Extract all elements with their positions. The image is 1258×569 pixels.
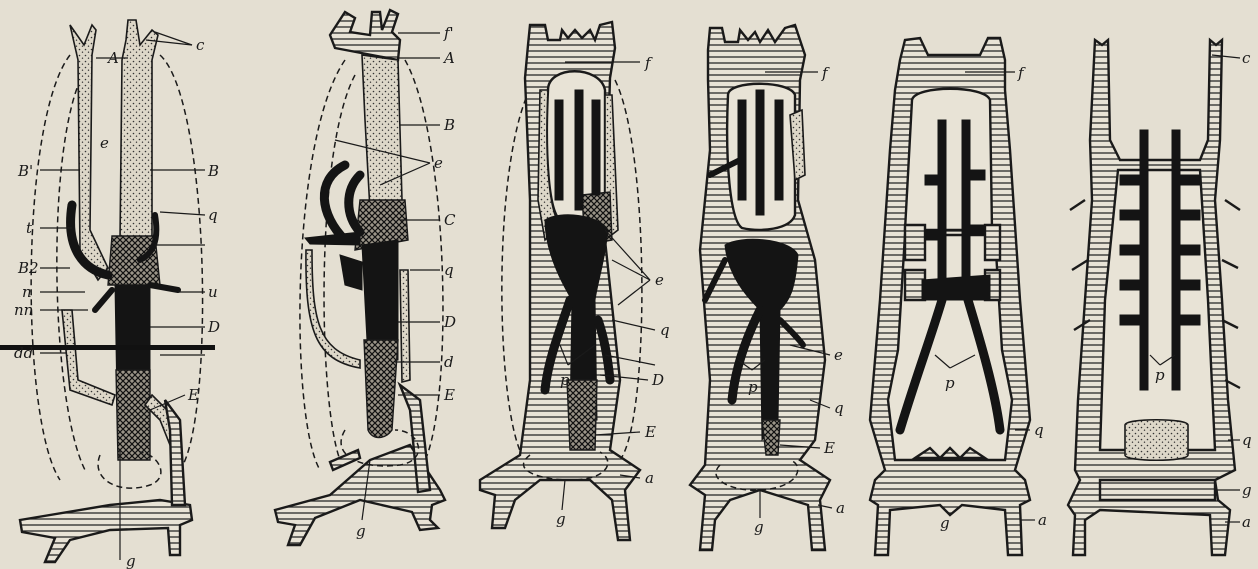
label: e: [434, 154, 443, 172]
panel-2-crown: [330, 10, 400, 60]
label: dd: [14, 344, 33, 362]
panel-1-branch-nn: [95, 290, 112, 310]
panel-1-dd-vessel: [62, 310, 115, 405]
panel-2-curved-branch-outer: [324, 165, 345, 240]
panel-6-base-band: [1100, 480, 1215, 500]
label: f: [1017, 64, 1026, 82]
label: D: [651, 371, 664, 389]
label: u: [208, 283, 218, 301]
panel-1-lower-trunk: [116, 370, 150, 460]
label: q: [834, 399, 844, 417]
label: E: [823, 439, 835, 457]
panel-2-right-vessel: [400, 270, 410, 382]
panel-1-main-stalk: [120, 20, 158, 240]
label: q: [1034, 421, 1044, 439]
label: g: [940, 514, 950, 532]
label: c: [196, 36, 205, 54]
label: D: [443, 313, 456, 331]
panel-6: c p q g a: [1068, 40, 1252, 555]
label: E: [187, 386, 199, 404]
label: a: [645, 469, 654, 487]
label: q: [660, 321, 670, 339]
label: f': [443, 24, 454, 42]
label: p: [560, 371, 570, 389]
panel-3-lower-trunk: [567, 380, 597, 450]
panel-5-upper-chamber: [905, 89, 992, 230]
label: a: [836, 499, 845, 517]
label: e: [655, 271, 664, 289]
label: g: [754, 518, 764, 536]
panel-3: f e q p D E a g: [480, 22, 670, 540]
panel-1-base: [20, 500, 192, 562]
label: D: [207, 318, 220, 336]
label: p: [1155, 366, 1165, 384]
label: c: [1242, 49, 1251, 67]
panel-5: f p q g a: [870, 38, 1047, 555]
label: d: [444, 353, 454, 371]
panel-2-side-branch: [305, 232, 360, 245]
label: a: [1242, 513, 1251, 531]
label: E: [443, 386, 455, 404]
label: C: [444, 211, 456, 229]
label: A: [442, 49, 455, 67]
label: nn: [14, 301, 33, 319]
panel-4: f e p q E a g: [690, 25, 845, 550]
label: q: [444, 261, 454, 279]
panel-2-main-stalk: [362, 55, 402, 210]
label: g: [126, 552, 136, 569]
panel-1-right-strut: [165, 400, 185, 505]
label: t: [26, 219, 33, 237]
label: g: [1242, 481, 1252, 499]
panel-2-lower-trunk: [364, 340, 398, 438]
label: A: [106, 49, 119, 67]
label: B2: [17, 259, 39, 277]
panel-2-curved-branch-inner: [349, 175, 360, 232]
label: q: [208, 206, 218, 224]
panel-4-lobes: [738, 90, 783, 215]
panel-2: f' A B e C q D d E g: [275, 10, 456, 545]
label: e: [100, 134, 109, 152]
panel-5-lower-chamber: [888, 235, 1012, 460]
label: p: [748, 378, 758, 396]
label: B': [17, 162, 33, 180]
label: e: [834, 346, 843, 364]
label: B: [207, 162, 219, 180]
label: n: [22, 283, 32, 301]
panel-4-lower-trunk: [762, 420, 780, 455]
panel-3-lobes: [555, 90, 600, 210]
panel-2-side-lobe: [340, 255, 362, 290]
label: g: [556, 510, 566, 528]
label: f: [821, 64, 830, 82]
panel-6-bud: [1125, 420, 1188, 461]
label: q: [1242, 431, 1252, 449]
label: B: [443, 116, 455, 134]
label: g: [356, 522, 366, 540]
panel-1-branch-u: [150, 285, 178, 290]
panel-1: A c e B' B q t B2 n nn u D dd E g: [0, 20, 220, 569]
label: E: [644, 423, 656, 441]
label: a: [1038, 511, 1047, 529]
label: p: [945, 374, 955, 392]
label: f: [644, 54, 653, 72]
